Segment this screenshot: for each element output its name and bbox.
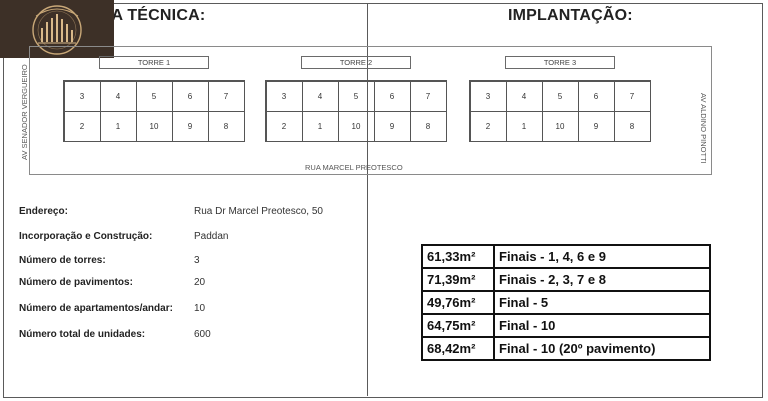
spec-value: 600 (194, 329, 211, 340)
spec-label: Número total de unidades: (19, 329, 146, 340)
apartment-cell: 5 (337, 80, 375, 112)
finals-cell: Finais - 2, 3, 7 e 8 (493, 267, 711, 292)
spec-label: Número de torres: (19, 255, 106, 266)
spec-value: 20 (194, 277, 206, 288)
table-row: 71,39m² Finais - 2, 3, 7 e 8 (421, 267, 711, 292)
table-row: 49,76m² Final - 5 (421, 290, 711, 315)
spec-value: Rua Dr Marcel Preotesco, 50 (194, 206, 323, 217)
spec-value: Paddan (194, 231, 229, 242)
apartment-cell: 8 (207, 110, 245, 142)
apartment-cell: 7 (207, 80, 245, 112)
finals-cell: Finais - 1, 4, 6 e 9 (493, 244, 711, 269)
table-row: 68,42m² Final - 10 (20º pavimento) (421, 336, 711, 361)
apartment-cell: 8 (409, 110, 447, 142)
logo-emblem-icon (32, 5, 82, 55)
apartment-cell: 4 (505, 80, 543, 112)
area-cell: 68,42m² (421, 336, 495, 361)
tower-label: TORRE 1 (99, 56, 209, 69)
sheet-border (3, 3, 763, 398)
apartment-cell: 10 (135, 110, 173, 142)
apartment-cell: 1 (301, 110, 339, 142)
tower-label: TORRE 3 (505, 56, 615, 69)
table-row: 64,75m² Final - 10 (421, 313, 711, 338)
tower-2-block: 3 4 5 6 7 2 1 10 9 8 (265, 80, 447, 142)
apartment-cell: 6 (373, 80, 411, 112)
unit-areas-table: 61,33m² Finais - 1, 4, 6 e 9 71,39m² Fin… (421, 244, 711, 361)
finals-cell: Final - 10 (20º pavimento) (493, 336, 711, 361)
column-divider (367, 3, 368, 396)
area-cell: 49,76m² (421, 290, 495, 315)
apartment-cell: 5 (541, 80, 579, 112)
apartment-cell: 8 (613, 110, 651, 142)
tower-label: TORRE 2 (301, 56, 411, 69)
street-label-right: AV ALDINO PINOTTI (699, 93, 708, 164)
apartment-cell: 3 (265, 80, 303, 112)
area-cell: 64,75m² (421, 313, 495, 338)
apartment-cell: 9 (171, 110, 209, 142)
apartment-cell: 4 (99, 80, 137, 112)
site-plan (29, 46, 712, 175)
apartment-cell: 2 (265, 110, 303, 142)
apartment-cell: 9 (577, 110, 615, 142)
area-cell: 71,39m² (421, 267, 495, 292)
apartment-cell: 4 (301, 80, 339, 112)
spec-value: 3 (194, 255, 200, 266)
apartment-cell: 10 (541, 110, 579, 142)
apartment-cell: 9 (373, 110, 411, 142)
tower-3-block: 3 4 5 6 7 2 1 10 9 8 (469, 80, 651, 142)
finals-cell: Final - 5 (493, 290, 711, 315)
finals-cell: Final - 10 (493, 313, 711, 338)
apartment-cell: 6 (171, 80, 209, 112)
apartment-cell: 6 (577, 80, 615, 112)
apartment-cell: 7 (409, 80, 447, 112)
apartment-cell: 1 (505, 110, 543, 142)
apartment-cell: 10 (337, 110, 375, 142)
apartment-cell: 2 (63, 110, 101, 142)
spec-label: Número de apartamentos/andar: (19, 303, 173, 314)
ficha-tecnica-heading: CHA TÉCNICA: (88, 7, 206, 24)
apartment-cell: 3 (469, 80, 507, 112)
spec-label: Número de pavimentos: (19, 277, 133, 288)
spec-value: 10 (194, 303, 206, 314)
apartment-cell: 3 (63, 80, 101, 112)
table-row: 61,33m² Finais - 1, 4, 6 e 9 (421, 244, 711, 269)
street-label-left: AV SENADOR VERGUEIRO (20, 64, 29, 160)
apartment-cell: 1 (99, 110, 137, 142)
spec-label: Incorporação e Construção: (19, 231, 153, 242)
street-label-bottom: RUA MARCEL PREOTESCO (305, 163, 403, 172)
apartment-cell: 2 (469, 110, 507, 142)
area-cell: 61,33m² (421, 244, 495, 269)
implantacao-heading: IMPLANTAÇÃO: (508, 7, 633, 24)
apartment-cell: 7 (613, 80, 651, 112)
apartment-cell: 5 (135, 80, 173, 112)
mundo-dourado-logo (0, 0, 114, 58)
tower-1-block: 3 4 5 6 7 2 1 10 9 8 (63, 80, 245, 142)
spec-label: Endereço: (19, 206, 68, 217)
